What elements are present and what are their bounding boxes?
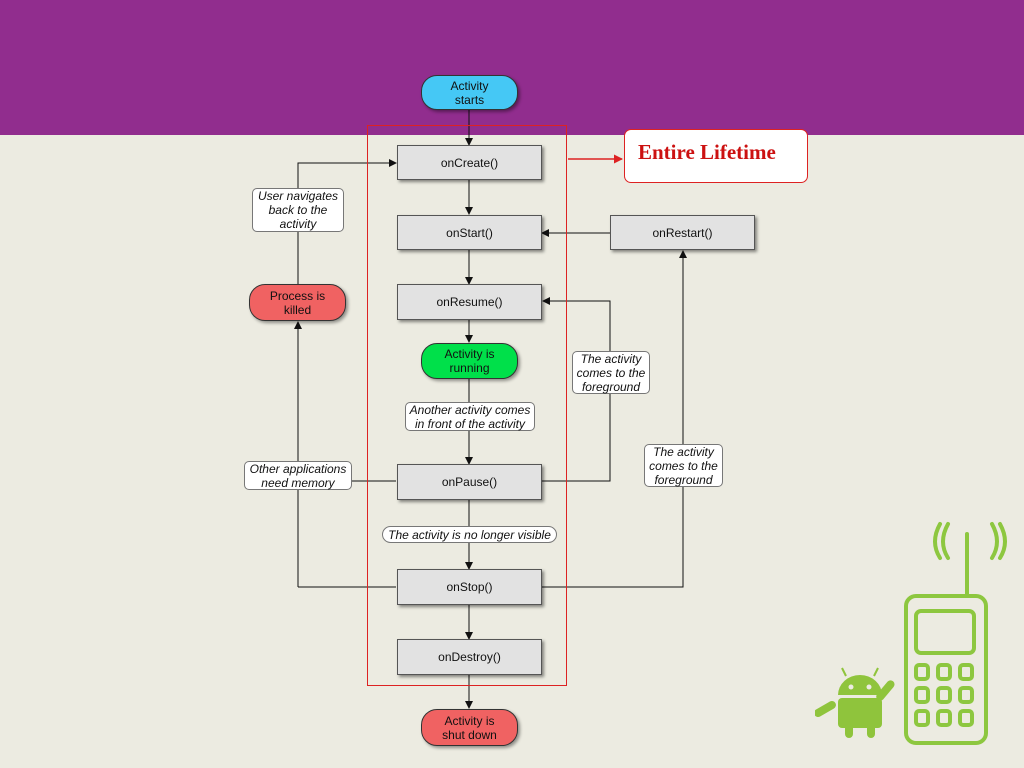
process-killed-node: Process is killed (249, 284, 346, 321)
foreground-note-resume: The activity comes to the foreground (572, 351, 650, 394)
on-resume-node: onResume() (397, 284, 542, 320)
entire-lifetime-label: Entire Lifetime (624, 129, 808, 183)
activity-starts-node: Activity starts (421, 75, 518, 110)
activity-shut-down-node: Activity is shut down (421, 709, 518, 746)
no-longer-visible-note: The activity is no longer visible (382, 526, 557, 543)
header-banner (0, 0, 1024, 135)
mobile-phone-icon (904, 522, 1007, 745)
edge-stop-restart (541, 250, 687, 588)
on-destroy-node: onDestroy() (397, 639, 542, 675)
on-restart-node: onRestart() (610, 215, 755, 250)
on-pause-node: onPause() (397, 464, 542, 500)
on-create-node: onCreate() (397, 145, 542, 180)
android-robot-icon (815, 667, 895, 738)
edge-killed-create (297, 159, 397, 284)
entire-lifetime-frame (367, 125, 567, 686)
activity-running-node: Activity is running (421, 343, 518, 379)
user-navigates-back-note: User navigates back to the activity (252, 188, 344, 232)
on-start-node: onStart() (397, 215, 542, 250)
foreground-note-restart: The activity comes to the foreground (644, 444, 723, 487)
other-apps-memory-note: Other applications need memory (244, 461, 352, 490)
another-activity-note: Another activity comes in front of the a… (405, 402, 535, 431)
on-stop-node: onStop() (397, 569, 542, 605)
